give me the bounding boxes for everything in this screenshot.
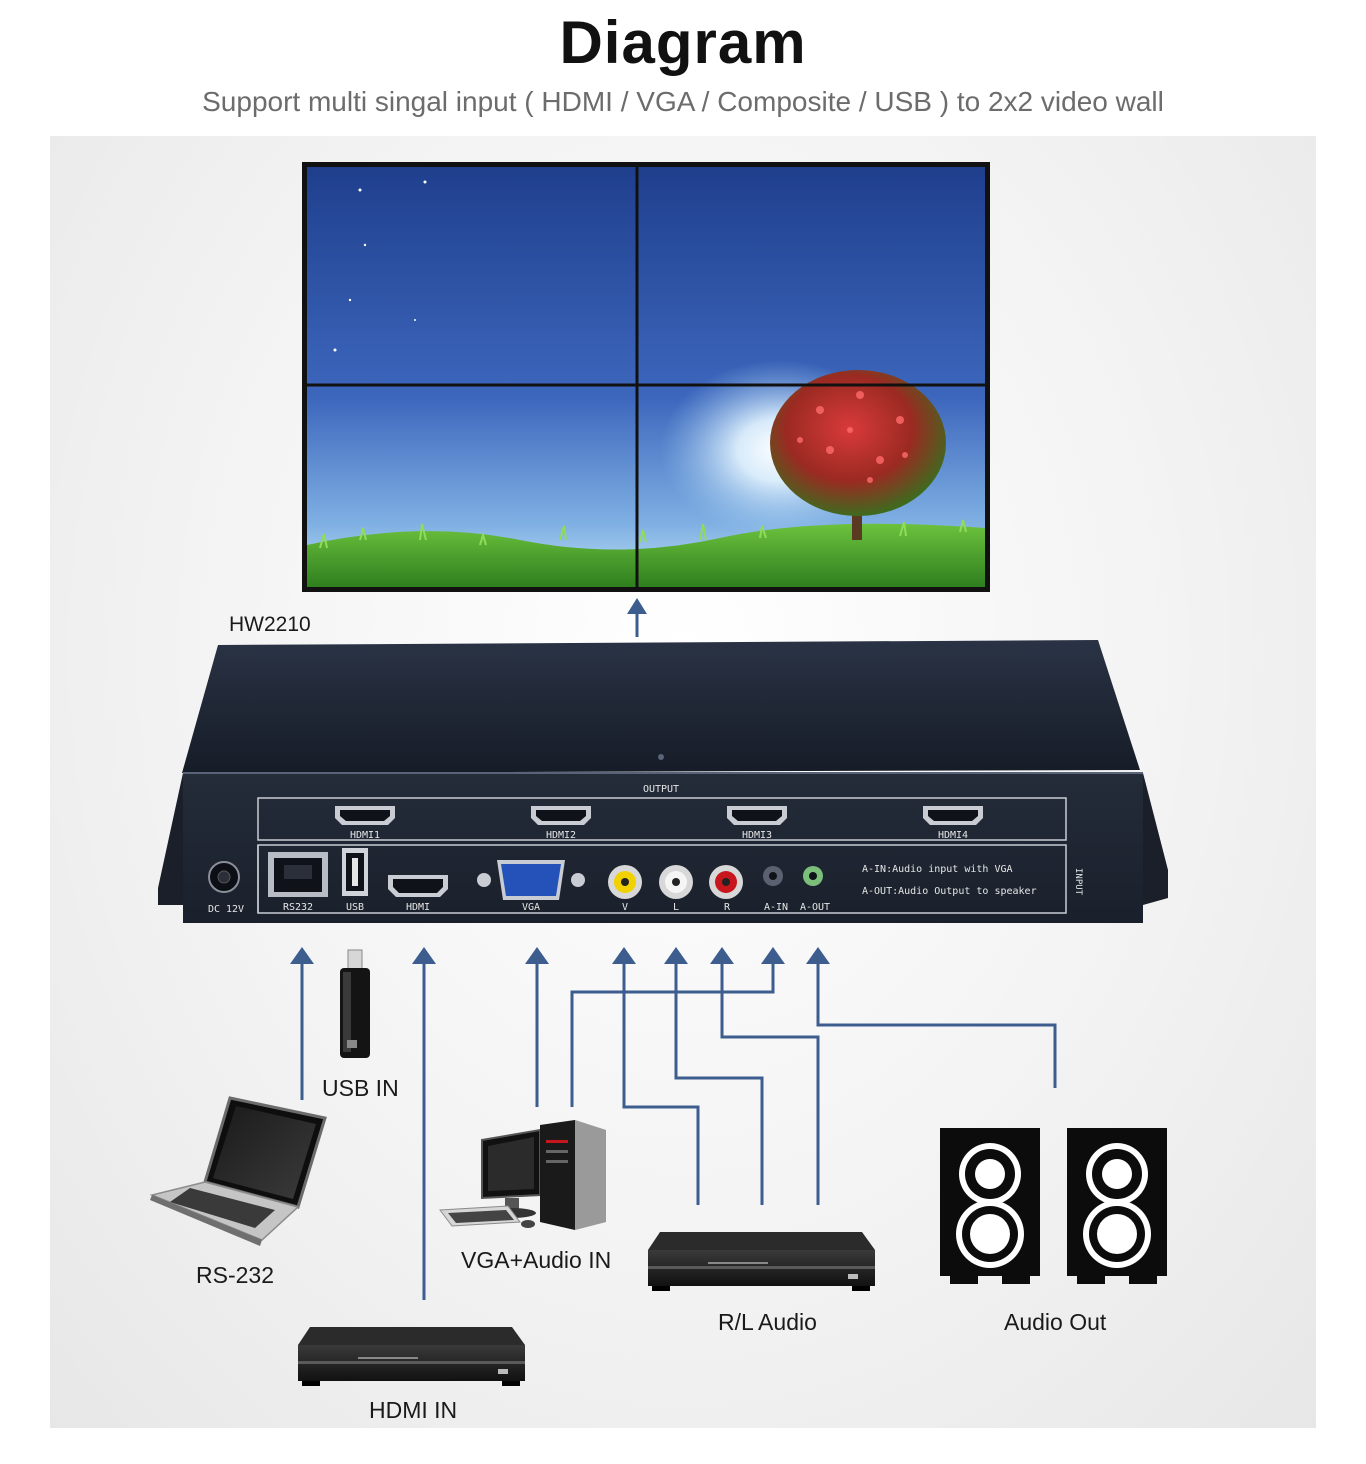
label-rs232: RS-232 [196,1262,274,1288]
input-port-label-rs232: RS232 [283,902,313,913]
hdmi-output-port-3: HDMI3 [727,806,787,841]
input-port-label-hdmi: HDMI [406,902,430,913]
a-in-port [763,866,783,886]
hdmi-output-port-2: HDMI2 [531,806,591,841]
line-v [622,962,700,1205]
hdmi-output-port-1: HDMI1 [335,806,395,841]
arrowhead-a-in [761,947,785,964]
device-hw2210: OUTPUT HDMI1 HDMI2 HDMI3 HDMI4 DC 12V [158,640,1168,923]
page-title: Diagram [559,9,807,76]
dc-power-jack [208,861,240,893]
hdmi-input-port [388,875,448,897]
hdmi-output-port-4: HDMI4 [923,806,983,841]
rca-r-port [709,865,743,899]
input-port-label-usb: USB [346,902,364,913]
rs232-port [268,852,328,897]
line-a-in [570,962,775,1107]
left-ear [158,773,183,905]
tree-flowers [797,391,908,483]
laptop-icon [149,1096,327,1246]
label-hdmi-in: HDMI IN [369,1397,458,1423]
rca-v-port [608,865,642,899]
model-label: HW2210 [229,613,311,636]
desktop-pc-icon [439,1120,606,1230]
line-a-out [816,962,1057,1088]
vga-port [477,860,585,900]
label-rl-audio: R/L Audio [718,1309,817,1335]
input-port-label-a-in: A-IN [764,902,788,913]
label-vga-audio: VGA+Audio IN [461,1247,612,1273]
bluray-player-rl-icon [648,1232,875,1291]
arrowhead-r [710,947,734,964]
line-r [720,962,820,1205]
speaker-left-icon [940,1128,1040,1284]
right-ear [1143,773,1168,905]
bluray-player-hdmi-icon [298,1327,525,1386]
speaker-right-icon [1067,1128,1167,1284]
hdmi-output-label-1: HDMI1 [350,830,380,841]
hdmi-output-label-2: HDMI2 [546,830,576,841]
input-port-label-v: V [622,902,628,913]
usb-port [342,848,368,896]
line-l [674,962,764,1205]
a-out-port [803,866,823,886]
input-port-label-a-out: A-OUT [800,902,830,913]
input-port-label-r: R [724,902,731,913]
usb-stick-icon [340,949,370,1058]
input-label: INPUT [1073,868,1083,896]
lid-screw [658,754,664,760]
connection-lines [300,962,1057,1300]
note-a-in: A-IN:Audio input with VGA [862,864,1013,875]
arrow-heads [290,947,830,964]
arrowhead-vga [525,947,549,964]
arrowhead-hdmi [412,947,436,964]
label-audio-out: Audio Out [1004,1309,1107,1335]
grass [307,523,985,587]
tree-canopy [770,370,946,516]
note-a-out: A-OUT:Audio Output to speaker [862,886,1037,897]
device-lid [182,640,1140,773]
hdmi-output-label-3: HDMI3 [742,830,772,841]
rca-l-port [659,865,693,899]
page-subtitle: Support multi singal input ( HDMI / VGA … [202,86,1164,117]
grass-blades [319,519,967,549]
input-port-label-vga: VGA [522,902,540,913]
arrowhead-v [612,947,636,964]
stars [333,180,427,352]
arrowhead-a-out [806,947,830,964]
video-wall [302,162,990,592]
arrow-output [627,598,647,637]
arrowhead-rs232 [290,947,314,964]
input-port-label-l: L [673,902,679,913]
hdmi-output-label-4: HDMI4 [938,830,968,841]
output-box [257,797,1067,841]
dc-label: DC 12V [208,904,244,915]
output-label: OUTPUT [643,784,679,795]
device-front [183,773,1143,923]
arrowhead-l [664,947,688,964]
label-usb-in: USB IN [322,1075,399,1101]
